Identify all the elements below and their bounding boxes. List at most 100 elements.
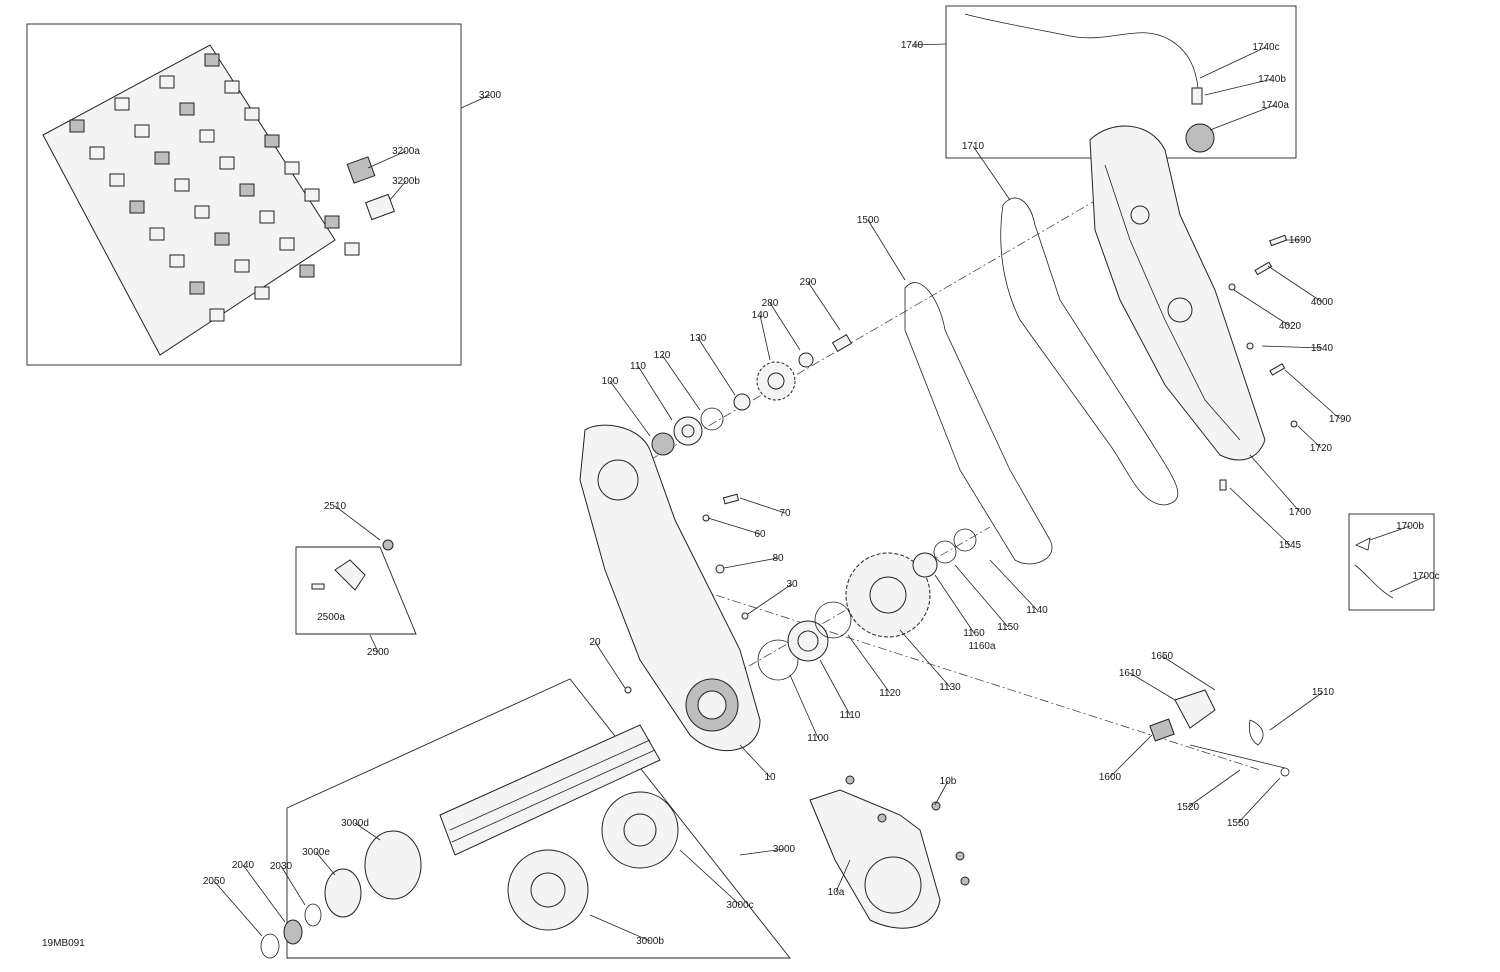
callout-1540: 1540 — [1261, 343, 1334, 354]
track-clip — [169, 254, 185, 268]
plug-1545 — [1219, 479, 1227, 491]
track-clip-sheet — [42, 44, 395, 356]
callout-label-1700c: 1700c — [1412, 571, 1439, 582]
callout-1740c: 1740c — [1199, 42, 1280, 79]
ring-2030 — [304, 903, 322, 927]
ring-1140 — [953, 528, 977, 552]
bolt-1790 — [1269, 363, 1286, 376]
bearing-1110-inner — [797, 630, 819, 652]
leader-line-3000d — [354, 822, 381, 841]
housing-body — [579, 424, 761, 751]
kit-frame-1700 — [1348, 513, 1435, 611]
leader-line-100 — [609, 380, 651, 437]
callout-2040: 2040 — [232, 860, 286, 923]
callout-3200a: 3200a — [367, 146, 420, 169]
bracket-2500 — [334, 559, 366, 591]
callout-2510: 2510 — [324, 501, 381, 541]
callout-1520: 1520 — [1177, 769, 1241, 813]
clip-3200b — [365, 193, 395, 221]
callout-1120: 1120 — [847, 634, 901, 699]
callout-label-2030: 2030 — [270, 861, 293, 872]
callout-1600: 1600 — [1099, 734, 1153, 783]
sprocket-140-hub — [767, 372, 785, 390]
callout-290: 290 — [800, 277, 841, 331]
callout-10a: 10a — [828, 859, 851, 898]
gasket-10a — [809, 789, 941, 929]
track-clip — [234, 259, 250, 273]
track-clip — [129, 200, 145, 214]
callout-1160: 1160 — [934, 574, 985, 639]
gasket-10a-opening — [864, 856, 922, 914]
leader-line-1510 — [1269, 691, 1324, 731]
leader-line-10b — [934, 780, 949, 806]
callout-280: 280 — [762, 298, 801, 351]
shift-lever-assembly — [1149, 689, 1290, 777]
callout-label-1740: 1740 — [901, 40, 924, 51]
nut-10b-4 — [955, 851, 965, 861]
leader-line-2040 — [242, 864, 286, 923]
track-clip — [204, 53, 220, 67]
callout-label-1690: 1690 — [1289, 235, 1312, 246]
leader-line-4000 — [1267, 265, 1323, 303]
chaincase-cover — [1089, 125, 1266, 461]
callout-label-4000: 4000 — [1311, 297, 1334, 308]
track-clip — [304, 188, 320, 202]
callout-1740: 1740 — [901, 40, 947, 51]
leader-line-1160 — [934, 574, 975, 634]
clip-grid — [69, 53, 360, 322]
track-clip — [179, 102, 195, 116]
ring-1150 — [933, 540, 957, 564]
track-clip — [279, 237, 295, 251]
kit-frame-3000 — [286, 678, 791, 959]
track-clip — [89, 146, 105, 160]
callout-label-3000d: 3000d — [341, 818, 369, 829]
track-clip — [324, 215, 340, 229]
drive-chains — [904, 197, 1179, 565]
dipstick-plug — [1191, 87, 1203, 105]
dipstick-rod — [964, 13, 1199, 89]
nut-2510 — [382, 539, 394, 551]
ring-1120 — [814, 601, 852, 639]
callout-label-290: 290 — [800, 277, 817, 288]
callout-1700c: 1700c — [1389, 571, 1440, 593]
cover-bore-lower — [1167, 297, 1193, 323]
callout-label-1110: 1110 — [840, 710, 861, 721]
screw-20 — [624, 686, 632, 694]
callout-label-2500: 2500 — [367, 647, 390, 658]
track-clip — [109, 173, 125, 187]
leader-line-1700 — [1249, 454, 1301, 513]
leader-line-10a — [835, 859, 851, 893]
leader-line-1545 — [1229, 487, 1291, 546]
callout-label-1700b: 1700b — [1396, 521, 1424, 532]
track-clip — [194, 205, 210, 219]
leader-line-2500 — [369, 634, 379, 653]
leader-line-130 — [697, 337, 736, 396]
callout-3000d: 3000d — [341, 818, 381, 841]
leader-line-1610 — [1129, 672, 1176, 701]
sprocket-3000c-hub — [623, 813, 657, 847]
callout-1740a: 1740a — [1209, 100, 1289, 131]
upper-shaft-parts — [651, 333, 853, 456]
leader-line-1650 — [1161, 655, 1216, 691]
track-clip — [239, 183, 255, 197]
callout-100: 100 — [602, 376, 651, 437]
callout-label-1740c: 1740c — [1252, 42, 1279, 53]
callout-110: 110 — [630, 361, 673, 421]
leader-line-2510 — [334, 505, 381, 541]
callout-label-10: 10 — [764, 772, 776, 783]
callout-label-1650: 1650 — [1151, 651, 1174, 662]
leader-line-20 — [594, 641, 626, 689]
callout-2050: 2050 — [203, 876, 263, 937]
callout-1720: 1720 — [1297, 425, 1333, 454]
callout-label-1710: 1710 — [962, 141, 985, 152]
kit-frame-3200 — [26, 23, 462, 366]
callout-1550: 1550 — [1227, 777, 1281, 829]
sprocket-3000b-hub — [530, 872, 566, 908]
callout-1710: 1710 — [962, 141, 1011, 201]
leader-line-1700c — [1389, 575, 1427, 593]
callout-1690: 1690 — [1285, 235, 1312, 246]
callout-label-100: 100 — [602, 376, 619, 387]
leader-line-120 — [661, 354, 701, 411]
leader-line-1540 — [1261, 345, 1323, 349]
